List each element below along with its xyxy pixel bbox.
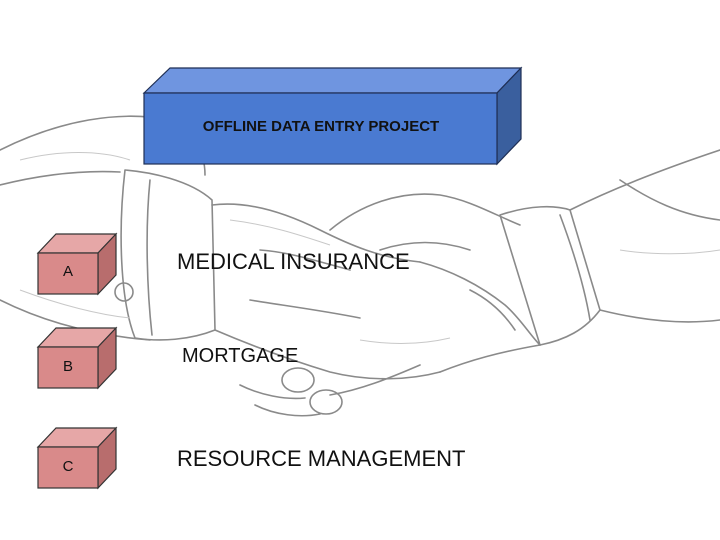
letter-c: C (62, 458, 74, 475)
page-title: OFFLINE DATA ENTRY PROJECT (202, 118, 440, 135)
item-label-a: MEDICAL INSURANCE (177, 249, 410, 274)
item-label-c: RESOURCE MANAGEMENT (177, 446, 466, 471)
letter-b: B (62, 358, 73, 375)
letter-box-a (36, 232, 118, 296)
letter-a: A (62, 263, 73, 280)
letter-box-b (36, 326, 118, 390)
item-label-b: MORTGAGE (182, 345, 299, 367)
letter-box-c (36, 426, 118, 490)
